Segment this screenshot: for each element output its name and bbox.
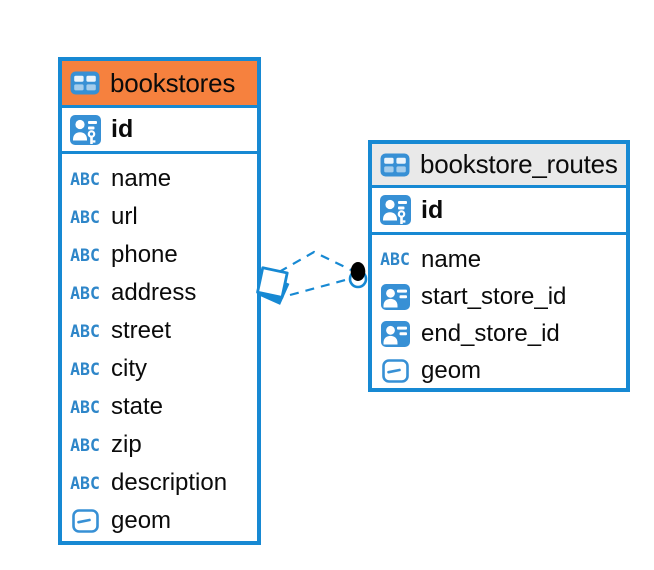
table-name: bookstores [110, 67, 236, 98]
column-row[interactable]: start_store_id [372, 278, 626, 315]
text-type-icon: ABC [70, 435, 100, 455]
primary-key-row[interactable]: id [372, 188, 626, 235]
column-name: name [421, 245, 482, 273]
object-type-icon [69, 509, 101, 533]
column-name: zip [111, 431, 142, 458]
text-type-icon: ABC [70, 245, 100, 265]
column-row[interactable]: ABC street [62, 312, 257, 350]
table-bookstores[interactable]: bookstores id ABC [58, 57, 261, 545]
columns-list: ABC name start_store_id [372, 235, 626, 388]
relationship-many-diamond-icon[interactable] [253, 264, 297, 310]
primary-key-row[interactable]: id [62, 108, 257, 154]
text-type-icon: ABC [70, 283, 100, 303]
text-type-icon: ABC [380, 250, 410, 269]
columns-list: ABC name ABC url ABC phone ABC address A… [62, 154, 257, 540]
table-icon [69, 71, 101, 95]
column-row[interactable]: ABC address [62, 274, 257, 312]
table-header[interactable]: bookstore_routes [372, 144, 626, 188]
primary-key-name: id [111, 115, 134, 143]
text-type-icon: ABC [70, 207, 100, 227]
text-type-icon: ABC [70, 169, 100, 189]
column-name: address [111, 279, 197, 306]
column-row[interactable]: ABC phone [62, 236, 257, 274]
column-name: description [111, 469, 228, 496]
table-header[interactable]: bookstores [62, 61, 257, 108]
column-row[interactable]: ABC name [62, 160, 257, 198]
column-name: url [111, 203, 138, 230]
column-name: geom [111, 507, 172, 534]
primary-key-icon [379, 195, 411, 225]
text-type-icon: ABC [70, 397, 100, 417]
column-name: name [111, 165, 172, 192]
column-name: start_store_id [421, 282, 567, 310]
column-row[interactable]: end_store_id [372, 315, 626, 352]
column-row[interactable]: ABC city [62, 350, 257, 388]
text-type-icon: ABC [70, 321, 100, 341]
column-row[interactable]: geom [62, 502, 257, 540]
table-bookstore-routes[interactable]: bookstore_routes id ABC [368, 140, 630, 392]
column-name: street [111, 317, 172, 344]
column-row[interactable]: geom [372, 352, 626, 388]
text-type-icon: ABC [70, 359, 100, 379]
primary-key-name: id [421, 195, 444, 224]
relationship-lines[interactable] [250, 238, 375, 308]
relationship-dot-icon[interactable] [345, 256, 372, 290]
primary-key-icon [69, 114, 101, 145]
text-type-icon: ABC [70, 473, 100, 493]
column-name: end_store_id [421, 319, 560, 347]
column-name: phone [111, 241, 178, 268]
table-name: bookstore_routes [420, 149, 618, 179]
column-row[interactable]: ABC zip [62, 426, 257, 464]
column-name: city [111, 355, 147, 382]
column-row[interactable]: ABC name [372, 241, 626, 278]
column-name: state [111, 393, 164, 420]
foreign-key-icon [379, 283, 411, 310]
column-name: geom [421, 356, 482, 384]
column-row[interactable]: ABC description [62, 464, 257, 502]
object-type-icon [379, 358, 411, 383]
column-row[interactable]: ABC state [62, 388, 257, 426]
foreign-key-icon [379, 320, 411, 347]
column-row[interactable]: ABC url [62, 198, 257, 236]
table-icon [379, 153, 411, 177]
